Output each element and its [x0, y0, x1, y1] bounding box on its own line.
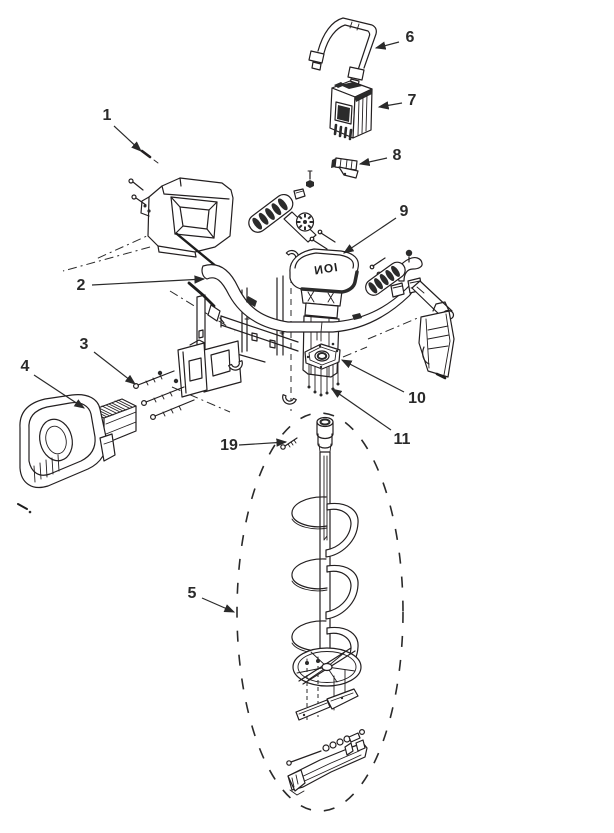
- shaft-clamp-half: [280, 394, 297, 407]
- set-screw-part1: [140, 149, 159, 164]
- callouts: 1 2 3 4 5 6 7 8 9 10 11 19: [21, 29, 426, 613]
- brand-logo-text: ION: [312, 260, 338, 278]
- gearbox-plate: [304, 343, 341, 370]
- callout-leader-8: [358, 157, 388, 167]
- callout-leader-10: [340, 359, 405, 393]
- callout-leader-11: [331, 388, 392, 431]
- callout-label-5: 5: [188, 585, 197, 602]
- right-grip-assembly: [365, 249, 455, 321]
- auger-drive-collar: [316, 416, 334, 453]
- callout-label-2: 2: [77, 277, 86, 294]
- callout-leader-19: [238, 438, 288, 447]
- right-bracket: [418, 301, 455, 380]
- callout-label-3: 3: [80, 336, 89, 353]
- carry-handle-bail: [308, 17, 377, 88]
- mount-bracket: [177, 339, 242, 398]
- callout-label-19: 19: [220, 437, 238, 454]
- left-grip-assembly: [248, 170, 336, 250]
- support-frame: [196, 275, 299, 363]
- callout-leader-2: [91, 275, 206, 286]
- callout-leader-3: [93, 351, 136, 385]
- handlebar: [201, 264, 414, 333]
- throttle-cable: [187, 281, 225, 324]
- motor-cover: [17, 394, 116, 514]
- callout-label-1: 1: [103, 107, 112, 124]
- callout-leader-1: [113, 125, 142, 152]
- callout-leader-5: [201, 597, 236, 613]
- left-handle-housing: [128, 177, 234, 258]
- cutting-blades: [295, 688, 359, 721]
- shaft-retaining-bolt: [280, 437, 298, 450]
- callout-label-4: 4: [21, 358, 30, 375]
- mount-screws: [133, 370, 195, 421]
- battery-pack: [329, 80, 373, 141]
- callout-label-7: 7: [408, 92, 417, 109]
- auger-assembly: [280, 394, 368, 796]
- callout-leader-6: [374, 41, 400, 50]
- callout-label-6: 6: [406, 29, 415, 46]
- cutting-head: [292, 647, 362, 687]
- callout-leader-7: [377, 101, 403, 110]
- callout-label-11: 11: [394, 431, 411, 448]
- callout-leader-9: [343, 217, 397, 254]
- callout-leader-4: [33, 374, 86, 409]
- auger-group-boundary: [236, 412, 404, 812]
- callout-label-8: 8: [393, 147, 402, 164]
- battery-terminal-clip: [331, 157, 359, 179]
- callout-label-10: 10: [408, 390, 426, 407]
- blade-guard: [287, 739, 368, 796]
- spring-pin-assembly: [286, 728, 366, 766]
- callout-label-9: 9: [400, 203, 409, 220]
